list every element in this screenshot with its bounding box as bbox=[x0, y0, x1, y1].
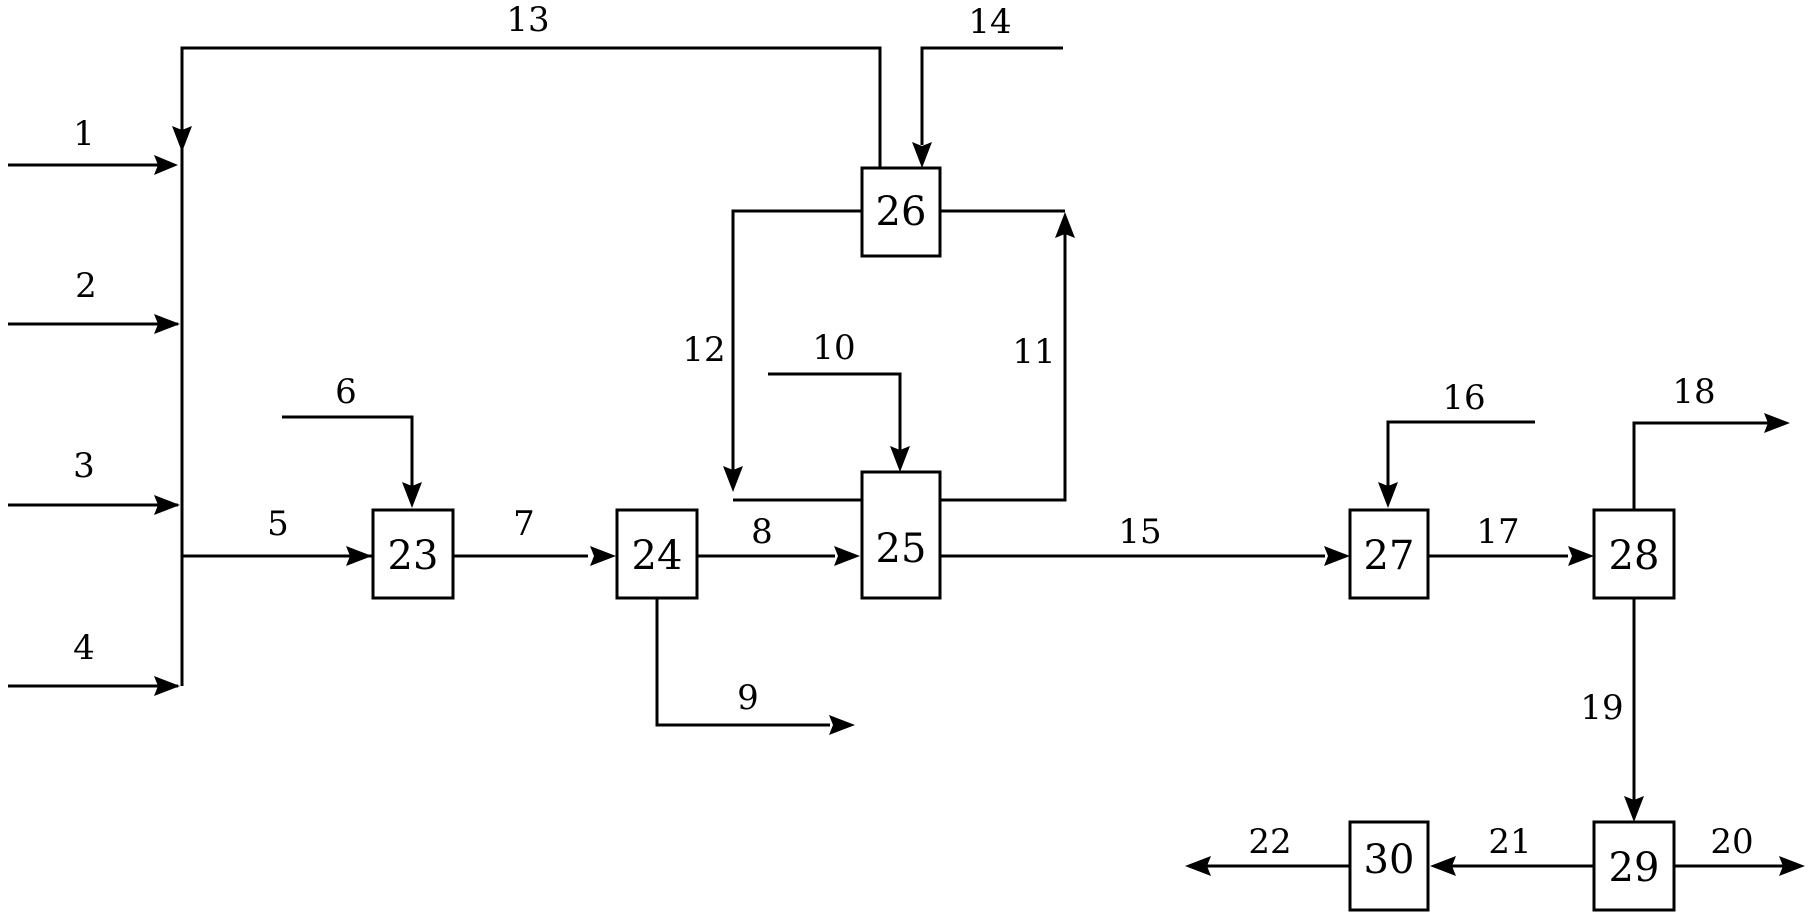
arrow-left-icon bbox=[1430, 856, 1456, 876]
stream-line-6 bbox=[282, 415, 414, 492]
stream-label-20: 20 bbox=[1710, 822, 1753, 862]
stream-line-18 bbox=[1632, 421, 1780, 510]
stream-labels: 1 2 3 4 5 6 7 8 9 10 11 12 13 14 15 16 1… bbox=[73, 0, 1753, 862]
unit-26: 26 bbox=[860, 166, 942, 258]
arrow-right-icon bbox=[154, 495, 180, 515]
unit-27-label: 27 bbox=[1364, 533, 1415, 579]
unit-29-label: 29 bbox=[1609, 845, 1660, 891]
arrow-right-icon bbox=[154, 676, 180, 696]
stream-label-19: 19 bbox=[1580, 688, 1623, 728]
unit-27: 27 bbox=[1348, 508, 1430, 600]
arrow-right-icon bbox=[1324, 546, 1350, 566]
stream-line-10 bbox=[768, 372, 902, 455]
stream-label-18: 18 bbox=[1672, 372, 1715, 412]
stream-label-11: 11 bbox=[1012, 332, 1055, 372]
stream-label-13: 13 bbox=[506, 0, 549, 40]
stream-line-13 bbox=[180, 46, 882, 168]
arrow-down-icon bbox=[1624, 796, 1644, 822]
arrow-right-icon bbox=[154, 314, 180, 334]
arrow-up-icon bbox=[1055, 212, 1075, 238]
stream-label-16: 16 bbox=[1442, 378, 1485, 418]
stream-label-22: 22 bbox=[1248, 822, 1291, 862]
stream-label-2: 2 bbox=[75, 266, 97, 306]
arrow-down-icon bbox=[890, 446, 910, 472]
arrow-right-icon bbox=[154, 155, 178, 175]
unit-30: 30 bbox=[1348, 820, 1430, 912]
unit-23-label: 23 bbox=[388, 533, 439, 579]
unit-30-label: 30 bbox=[1364, 837, 1415, 883]
stream-label-6: 6 bbox=[335, 372, 357, 412]
unit-25: 25 bbox=[860, 470, 942, 600]
stream-lines bbox=[8, 46, 1790, 868]
arrow-down-icon bbox=[172, 126, 192, 152]
arrow-right-icon bbox=[1764, 413, 1790, 433]
stream-line-12 bbox=[731, 209, 862, 474]
unit-24-label: 24 bbox=[632, 533, 683, 579]
unit-28-label: 28 bbox=[1609, 533, 1660, 579]
arrow-right-icon bbox=[829, 715, 855, 735]
arrow-down-icon bbox=[1378, 482, 1398, 508]
arrow-right-icon bbox=[346, 546, 372, 566]
arrow-right-icon bbox=[590, 546, 616, 566]
stream-label-12: 12 bbox=[682, 330, 725, 370]
unit-23: 23 bbox=[371, 508, 455, 600]
arrow-down-icon bbox=[723, 466, 743, 492]
arrow-left-icon bbox=[1185, 856, 1211, 876]
arrowheads bbox=[154, 126, 1805, 876]
stream-line-11 bbox=[940, 228, 1067, 502]
unit-blocks: 23 24 25 26 27 28 29 30 bbox=[371, 166, 1676, 912]
stream-line-9 bbox=[655, 598, 830, 727]
stream-label-4: 4 bbox=[73, 628, 95, 668]
unit-26-label: 26 bbox=[876, 189, 927, 235]
unit-29: 29 bbox=[1592, 820, 1676, 912]
stream-line-14 bbox=[920, 46, 1063, 145]
stream-label-9: 9 bbox=[737, 678, 759, 718]
stream-label-1: 1 bbox=[73, 114, 95, 154]
stream-label-21: 21 bbox=[1488, 822, 1531, 862]
arrow-right-icon bbox=[834, 546, 860, 566]
stream-label-10: 10 bbox=[812, 328, 855, 368]
arrow-right-icon bbox=[1568, 546, 1594, 566]
stream-label-7: 7 bbox=[513, 504, 535, 544]
stream-label-5: 5 bbox=[267, 504, 289, 544]
stream-label-14: 14 bbox=[968, 2, 1011, 42]
stream-label-3: 3 bbox=[73, 446, 95, 486]
unit-25-label: 25 bbox=[876, 526, 927, 572]
arrow-right-icon bbox=[1779, 856, 1805, 876]
stream-label-17: 17 bbox=[1476, 512, 1519, 552]
stream-line-16 bbox=[1386, 420, 1535, 492]
arrow-down-icon bbox=[912, 142, 932, 168]
arrow-down-icon bbox=[402, 482, 422, 508]
stream-label-8: 8 bbox=[751, 512, 773, 552]
unit-24: 24 bbox=[615, 508, 699, 600]
stream-label-15: 15 bbox=[1118, 512, 1161, 552]
unit-28: 28 bbox=[1592, 508, 1676, 600]
